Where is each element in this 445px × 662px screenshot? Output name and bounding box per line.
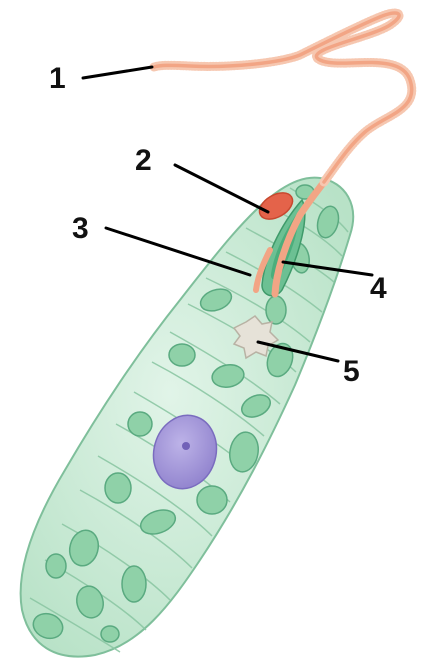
flagellum-hairs [154,13,412,182]
label-5: 5 [343,355,360,388]
leader-line-1 [83,67,152,78]
leader-line-2 [175,165,268,212]
label-3: 3 [72,212,89,245]
label-4: 4 [370,272,387,305]
flagellum [154,13,412,182]
nucleolus [182,442,190,450]
label-2: 2 [135,144,152,177]
label-1: 1 [49,62,66,95]
